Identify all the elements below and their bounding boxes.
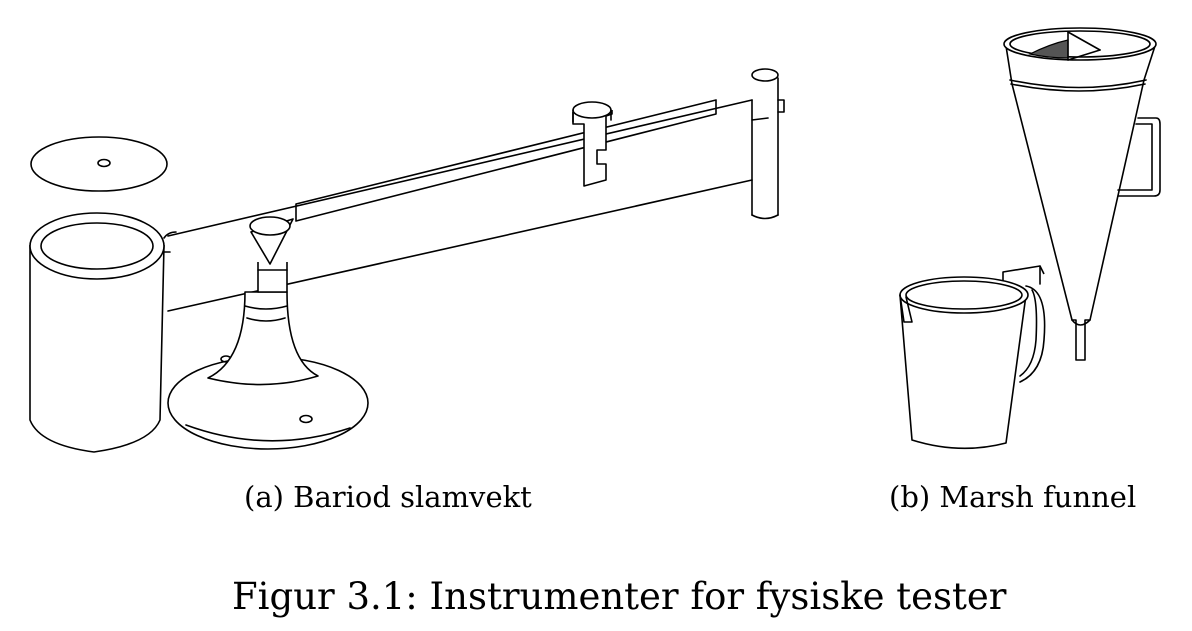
subfigure-caption-a: (a) Bariod slamvekt — [244, 480, 532, 514]
mud-balance-lid — [30, 136, 168, 192]
funnel — [1003, 27, 1161, 361]
marsh-funnel-illustration — [899, 27, 1161, 450]
subfigure-caption-b: (b) Marsh funnel — [889, 480, 1137, 514]
measuring-cup — [899, 265, 1046, 450]
fulcrum-base — [167, 216, 369, 450]
figure-caption: Figur 3.1: Instrumenter for fysiske test… — [232, 575, 1007, 618]
mud-balance-illustration — [29, 68, 785, 453]
beam-rider — [572, 101, 613, 187]
mud-cup — [29, 212, 177, 453]
